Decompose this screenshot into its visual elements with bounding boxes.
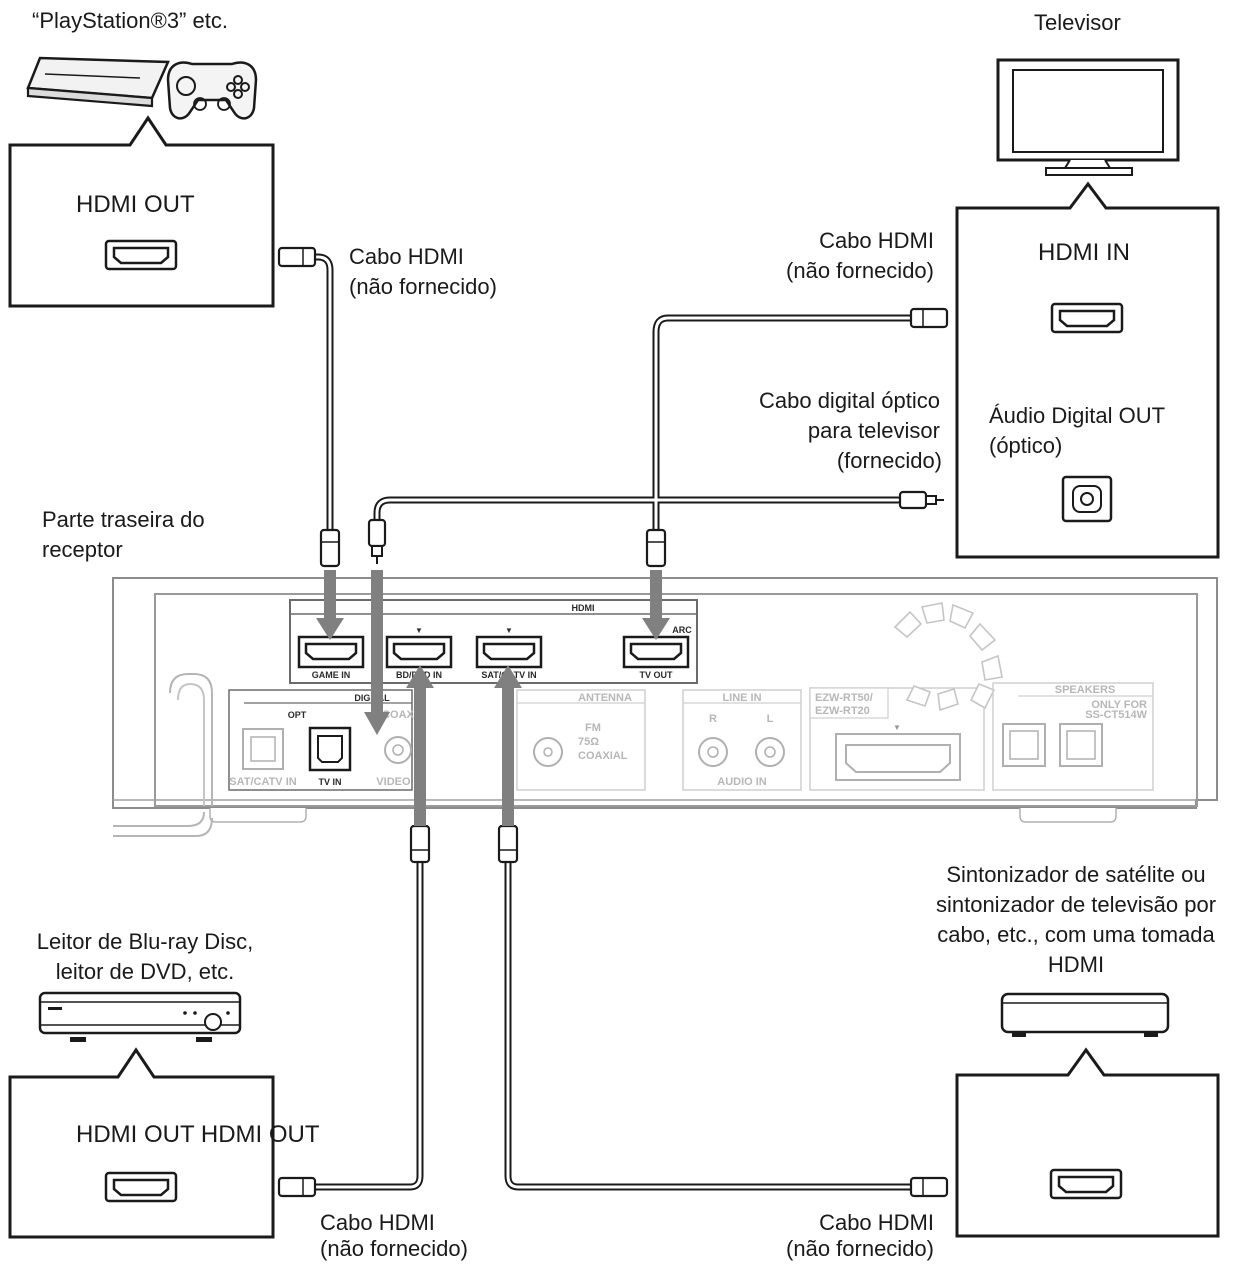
panel-game-in-label: GAME IN bbox=[312, 670, 351, 680]
satellite-label-3: cabo, etc., com uma tomada bbox=[937, 922, 1215, 947]
receiver-label-1: Parte traseira do bbox=[42, 507, 205, 532]
tv-audio-label-1: Áudio Digital OUT bbox=[989, 403, 1166, 428]
panel-r-label: R bbox=[709, 713, 717, 725]
panel-arc-label: ARC bbox=[672, 625, 692, 635]
cable-sat-label-1: Cabo HDMI bbox=[819, 1210, 934, 1235]
bluray-port-label: HDMI OUT HDMI OUT bbox=[76, 1121, 320, 1148]
panel-only-for-label-1: ONLY FOR bbox=[1091, 699, 1147, 711]
panel-tv-out-label: TV OUT bbox=[640, 670, 674, 680]
panel-sat-catv-in-label: SAT/CATV IN bbox=[229, 776, 296, 788]
ps3-console-icon bbox=[26, 56, 170, 108]
hdmi-plug-icon bbox=[319, 528, 341, 568]
bluray-hdmi-port-icon bbox=[104, 1171, 178, 1203]
satellite-label-1: Sintonizador de satélite ou bbox=[946, 862, 1206, 887]
cable-sat-label-2: (não fornecido) bbox=[786, 1236, 934, 1261]
arrow-game-in bbox=[316, 570, 344, 640]
tv-optical-port-icon bbox=[1061, 475, 1113, 523]
receiver-label-2: receptor bbox=[42, 537, 123, 562]
bluray-label-2: leitor de DVD, etc. bbox=[55, 959, 235, 984]
hdmi-plug-icon bbox=[277, 1176, 317, 1198]
panel-tv-in-label: TV IN bbox=[318, 777, 341, 787]
panel-audio-in-label: AUDIO IN bbox=[717, 776, 767, 788]
hdmi-plug-icon bbox=[409, 824, 431, 864]
satellite-port-box bbox=[955, 1047, 1220, 1238]
panel-only-for-label-2: SS-CT514W bbox=[1085, 709, 1147, 721]
bluray-player-icon bbox=[38, 991, 242, 1042]
tv-label: Televisor bbox=[1034, 10, 1121, 35]
hdmi-plug-icon bbox=[909, 307, 949, 329]
optical-label-1: Cabo digital óptico bbox=[758, 388, 940, 413]
cable-optical bbox=[373, 496, 902, 526]
optical-plug-icon bbox=[898, 490, 944, 510]
panel-antenna-label: ANTENNA bbox=[578, 692, 632, 704]
cable-game-label-2: (não fornecido) bbox=[349, 274, 497, 299]
tv-hdmi-port-icon bbox=[1050, 302, 1124, 334]
arrow-tv-out bbox=[642, 570, 670, 640]
optical-label-3: (fornecido) bbox=[836, 448, 942, 473]
hdmi-plug-icon bbox=[277, 246, 317, 268]
ps3-port-label: HDMI OUT bbox=[76, 191, 195, 218]
ps3-label: “PlayStation®3” etc. bbox=[32, 8, 228, 33]
satellite-tuner-icon bbox=[1000, 992, 1170, 1037]
satellite-hdmi-port-icon bbox=[1049, 1168, 1123, 1200]
bluray-label-1: Leitor de Blu-ray Disc, bbox=[36, 929, 254, 954]
satellite-label-4: HDMI bbox=[1047, 952, 1105, 977]
receiver-rear-panel: HDMI ▼ ▼ ARC GAME IN BD/DVD IN SAT/CATV … bbox=[112, 577, 1218, 837]
cable-game-label-1: Cabo HDMI bbox=[349, 244, 464, 269]
panel-fm-label: FM bbox=[585, 722, 601, 734]
svg-text:▼: ▼ bbox=[893, 723, 901, 732]
panel-ezw-label-2: EZW-RT20 bbox=[815, 705, 870, 717]
cable-tv-label-1: Cabo HDMI bbox=[819, 228, 934, 253]
panel-ezw-label-1: EZW-RT50/ bbox=[815, 692, 873, 704]
ps3-port-box bbox=[8, 115, 275, 308]
cable-satellite bbox=[504, 858, 922, 1191]
cable-tv-label-2: (não fornecido) bbox=[786, 258, 934, 283]
arrow-optical-tv-in bbox=[364, 570, 390, 735]
tv-port-box bbox=[955, 181, 1220, 559]
panel-video-label: VIDEO 1 bbox=[376, 776, 419, 788]
television-icon bbox=[996, 58, 1180, 176]
game-controller-icon bbox=[166, 61, 258, 120]
panel-l-label: L bbox=[767, 713, 774, 725]
panel-opt-label: OPT bbox=[288, 710, 307, 720]
ps3-hdmi-port-icon bbox=[104, 239, 178, 271]
panel-speakers-label: SPEAKERS bbox=[1055, 684, 1116, 696]
arrow-bd-in bbox=[406, 665, 434, 826]
bluray-port-box bbox=[8, 1047, 275, 1239]
hdmi-plug-icon bbox=[909, 1176, 949, 1198]
satellite-label-2: sintonizador de televisão por bbox=[935, 892, 1217, 917]
optical-label-2: para televisor bbox=[807, 418, 940, 443]
svg-text:▼: ▼ bbox=[505, 626, 513, 635]
svg-text:▼: ▼ bbox=[415, 626, 423, 635]
panel-line-in-label: LINE IN bbox=[722, 692, 761, 704]
panel-fm-coax-label: COAXIAL bbox=[578, 750, 628, 762]
cable-game bbox=[298, 253, 334, 534]
cable-bd-label-1: Cabo HDMI bbox=[320, 1210, 435, 1235]
panel-fm-ohm-label: 75Ω bbox=[578, 736, 599, 748]
tv-hdmi-in-label: HDMI IN bbox=[1038, 239, 1130, 266]
arrow-sat-in bbox=[494, 665, 522, 826]
hdmi-plug-icon bbox=[497, 824, 519, 864]
panel-hdmi-title: HDMI bbox=[572, 603, 595, 613]
hdmi-plug-icon bbox=[645, 528, 667, 568]
tv-audio-label-2: (óptico) bbox=[989, 433, 1063, 458]
optical-plug-icon bbox=[367, 518, 387, 564]
cable-bd-label-2: (não fornecido) bbox=[320, 1236, 468, 1261]
panel-coax-label: COAX bbox=[382, 709, 414, 721]
